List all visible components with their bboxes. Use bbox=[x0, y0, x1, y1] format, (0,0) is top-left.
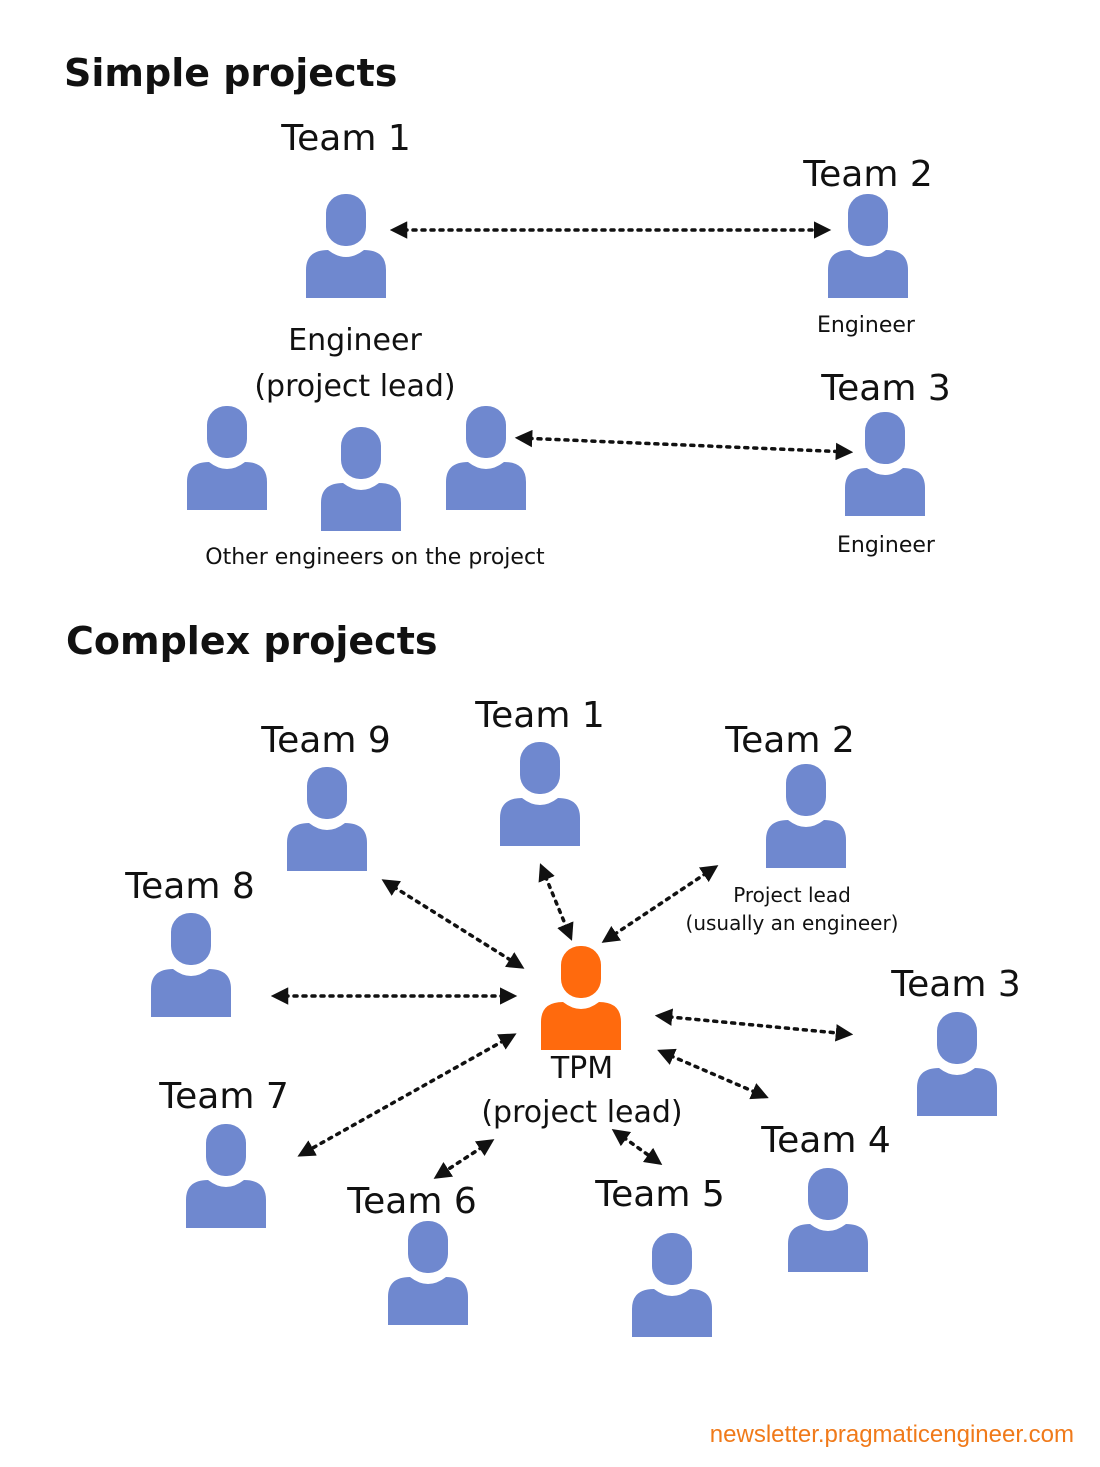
complex-team-2-label: Team 2 bbox=[724, 720, 855, 761]
simple-other-engineers-label: Other engineers on the project bbox=[205, 545, 545, 570]
footer-url: newsletter.pragmaticengineer.com bbox=[710, 1421, 1074, 1448]
complex-team-1-person-icon bbox=[500, 742, 580, 846]
simple-other-engineer-2-person-icon bbox=[321, 427, 401, 531]
complex-projects-section: Complex projects Team 1 Team 2 Team 3 Te… bbox=[66, 619, 1021, 1222]
complex-team-1-label: Team 1 bbox=[474, 695, 605, 736]
connector-engineer-team-3 bbox=[514, 429, 854, 461]
simple-team-3-role: Engineer bbox=[837, 533, 936, 558]
simple-team-1-label: Team 1 bbox=[280, 118, 411, 159]
connector-tpm-team-5 bbox=[611, 1128, 663, 1166]
complex-team-5-person-icon bbox=[632, 1233, 712, 1337]
complex-team-3-person-icon bbox=[917, 1012, 997, 1116]
complex-team-2-role-line1: Project lead bbox=[733, 883, 851, 907]
simple-team-3-label: Team 3 bbox=[820, 368, 951, 409]
connector-tpm-team-3 bbox=[654, 1008, 854, 1042]
tpm-role-line2: (project lead) bbox=[481, 1095, 682, 1130]
complex-team-8-label: Team 8 bbox=[124, 866, 255, 907]
simple-team-3-person-icon bbox=[845, 412, 925, 516]
connector-tpm-team-6 bbox=[433, 1139, 495, 1179]
connector-tpm-team-7 bbox=[297, 1033, 517, 1157]
complex-team-3-label: Team 3 bbox=[890, 964, 1021, 1005]
complex-team-7-person-icon bbox=[186, 1124, 266, 1228]
complex-team-6-label: Team 6 bbox=[346, 1181, 477, 1222]
simple-connectors bbox=[389, 221, 854, 461]
complex-team-9-person-icon bbox=[287, 767, 367, 871]
complex-projects-title: Complex projects bbox=[66, 619, 437, 663]
connector-tpm-team-2 bbox=[601, 865, 719, 943]
complex-team-2-role-line2: (usually an engineer) bbox=[686, 911, 899, 935]
simple-lead-role-line2: (project lead) bbox=[254, 369, 455, 404]
simple-projects-title: Simple projects bbox=[64, 51, 397, 95]
simple-lead-role-line1: Engineer bbox=[288, 323, 422, 358]
tpm-role-line1: TPM bbox=[550, 1051, 613, 1086]
simple-team-2-role: Engineer bbox=[817, 313, 916, 338]
complex-connectors bbox=[270, 863, 854, 1179]
simple-team-2-person-icon bbox=[828, 194, 908, 298]
simple-team-2-label: Team 2 bbox=[802, 154, 933, 195]
complex-team-2-person-icon bbox=[766, 764, 846, 868]
complex-team-7-label: Team 7 bbox=[158, 1076, 289, 1117]
simple-other-engineer-3-person-icon bbox=[446, 406, 526, 510]
simple-projects-section: Simple projects Team 1 Team 2 Team 3 Eng… bbox=[64, 51, 951, 570]
simple-team-1-lead-person-icon bbox=[306, 194, 386, 298]
complex-team-5-label: Team 5 bbox=[594, 1174, 725, 1215]
complex-team-4-label: Team 4 bbox=[760, 1120, 891, 1161]
complex-team-8-person-icon bbox=[151, 913, 231, 1017]
complex-team-9-label: Team 9 bbox=[260, 720, 391, 761]
connector-tpm-team-4 bbox=[657, 1048, 769, 1100]
complex-team-4-person-icon bbox=[788, 1168, 868, 1272]
complex-team-6-person-icon bbox=[388, 1221, 468, 1325]
connector-tpm-team-9 bbox=[381, 879, 525, 969]
simple-other-engineer-1-person-icon bbox=[187, 406, 267, 510]
tpm-person-icon bbox=[541, 946, 621, 1050]
connector-tpm-team-1 bbox=[538, 863, 574, 941]
